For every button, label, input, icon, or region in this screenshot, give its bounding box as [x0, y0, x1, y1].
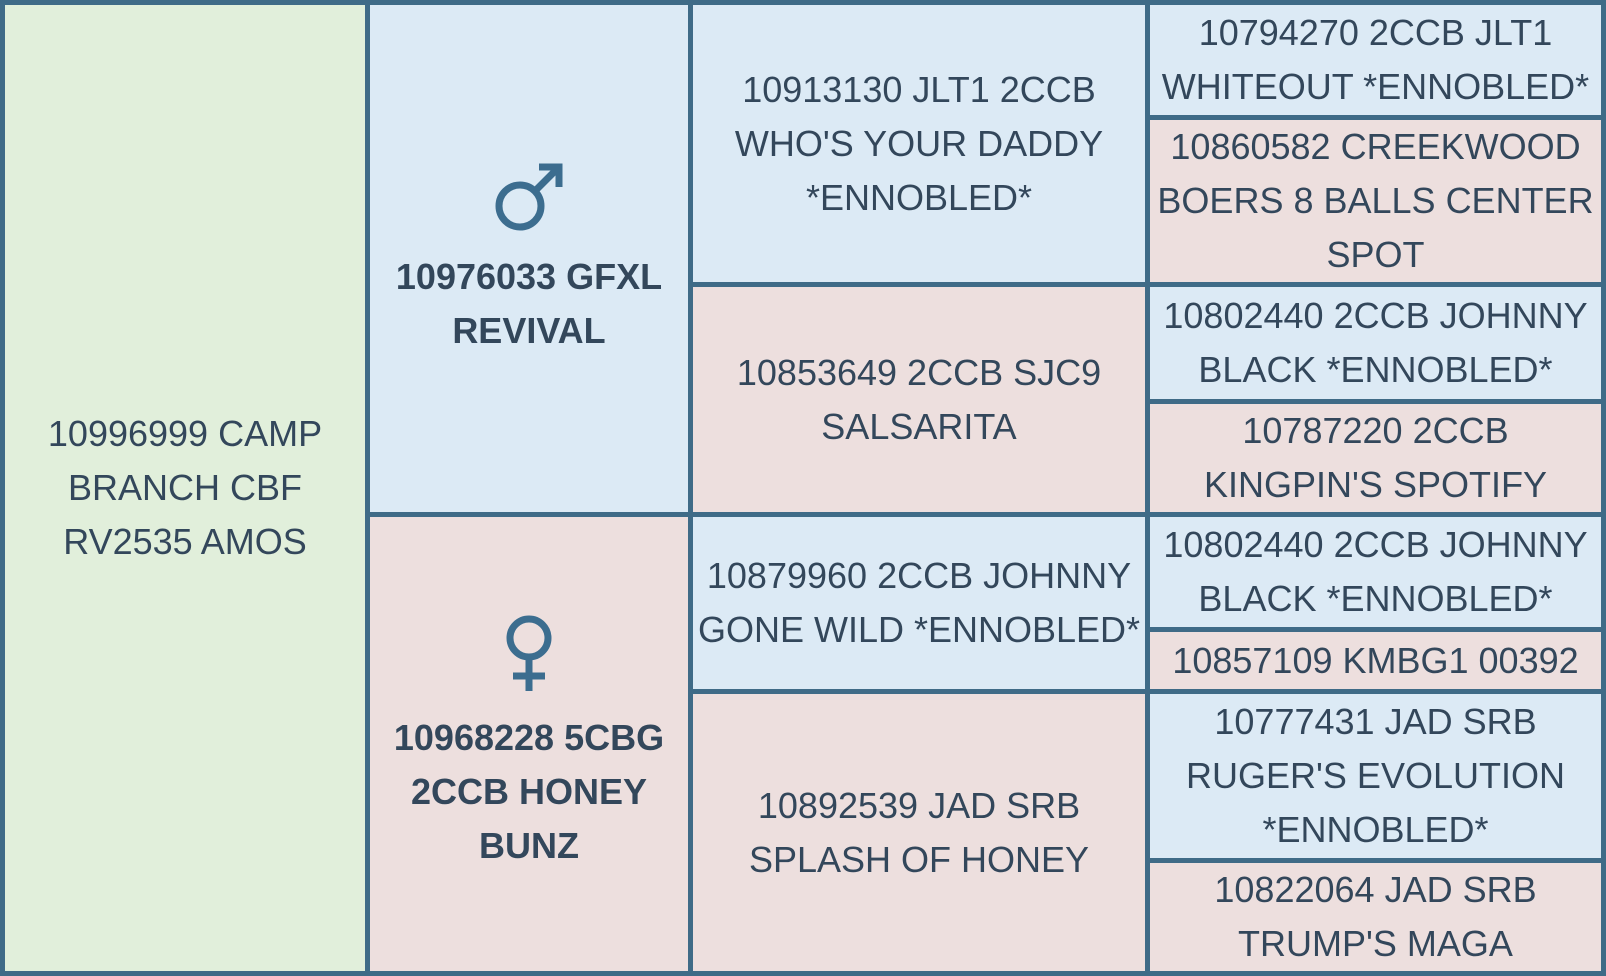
ggp-6-cell[interactable]: 10857109 KMBG1 00392 [1150, 632, 1601, 689]
sire-cell[interactable]: 10976033 GFXL REVIVAL [370, 5, 688, 512]
sire-label: 10976033 GFXL REVIVAL [395, 255, 663, 351]
ggp-7-label: 10777431 JAD SRB RUGER'S EVOLUTION *ENNO… [1186, 701, 1565, 850]
ggp-8-cell[interactable]: 10822064 JAD SRB TRUMP'S MAGA [1150, 863, 1601, 971]
ggp-5-cell[interactable]: 10802440 2CCB JOHNNY BLACK *ENNOBLED* [1150, 517, 1601, 627]
ggp-4-label: 10787220 2CCB KINGPIN'S SPOTIFY [1204, 410, 1547, 505]
ggp-1-label: 10794270 2CCB JLT1 WHITEOUT *ENNOBLED* [1161, 12, 1590, 107]
sire-dam-label: 10853649 2CCB SJC9 SALSARITA [736, 351, 1102, 447]
dam-dam-label: 10892539 JAD SRB SPLASH OF HONEY [748, 784, 1090, 880]
animal-label: 10996999 CAMP BRANCH CBF RV2535 AMOS [47, 413, 323, 562]
male-icon [492, 160, 566, 234]
ggp-5-label: 10802440 2CCB JOHNNY BLACK *ENNOBLED* [1163, 524, 1588, 619]
dam-dam-cell[interactable]: 10892539 JAD SRB SPLASH OF HONEY [693, 694, 1145, 971]
dam-sire-label: 10879960 2CCB JOHNNY GONE WILD *ENNOBLED… [697, 555, 1141, 650]
ggp-1-cell[interactable]: 10794270 2CCB JLT1 WHITEOUT *ENNOBLED* [1150, 5, 1601, 115]
ggp-8-label: 10822064 JAD SRB TRUMP'S MAGA [1214, 869, 1537, 964]
ggp-6-label: 10857109 KMBG1 00392 [1172, 639, 1579, 681]
sire-sire-label: 10913130 JLT1 2CCB WHO'S YOUR DADDY *ENN… [734, 68, 1104, 218]
ggp-2-cell[interactable]: 10860582 CREEKWOOD BOERS 8 BALLS CENTER … [1150, 120, 1601, 282]
ggp-4-cell[interactable]: 10787220 2CCB KINGPIN'S SPOTIFY [1150, 404, 1601, 512]
ggp-7-cell[interactable]: 10777431 JAD SRB RUGER'S EVOLUTION *ENNO… [1150, 694, 1601, 858]
ggp-2-label: 10860582 CREEKWOOD BOERS 8 BALLS CENTER … [1157, 126, 1594, 275]
ggp-3-cell[interactable]: 10802440 2CCB JOHNNY BLACK *ENNOBLED* [1150, 287, 1601, 399]
animal-cell: 10996999 CAMP BRANCH CBF RV2535 AMOS [5, 5, 365, 971]
dam-cell[interactable]: 10968228 5CBG 2CCB HONEY BUNZ [370, 517, 688, 971]
female-icon [498, 615, 560, 695]
ggp-3-label: 10802440 2CCB JOHNNY BLACK *ENNOBLED* [1163, 295, 1588, 390]
sire-sire-cell[interactable]: 10913130 JLT1 2CCB WHO'S YOUR DADDY *ENN… [693, 5, 1145, 282]
sire-dam-cell[interactable]: 10853649 2CCB SJC9 SALSARITA [693, 287, 1145, 512]
dam-sire-cell[interactable]: 10879960 2CCB JOHNNY GONE WILD *ENNOBLED… [693, 517, 1145, 689]
dam-label: 10968228 5CBG 2CCB HONEY BUNZ [393, 717, 665, 866]
